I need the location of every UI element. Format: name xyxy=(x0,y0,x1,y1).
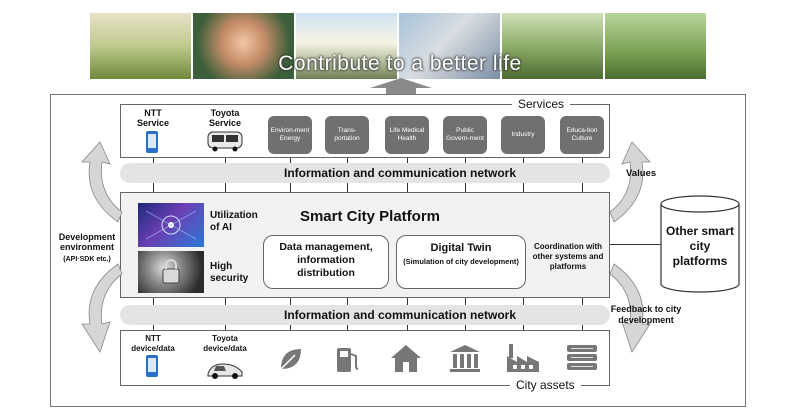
security-image xyxy=(138,251,204,293)
photo-senior-couple xyxy=(605,13,706,79)
development-environment-label: Development environment xyxy=(58,232,116,252)
other-platforms-cylinder xyxy=(660,195,740,293)
photo-office-workers xyxy=(399,13,500,79)
neural-net-icon xyxy=(145,210,197,240)
up-arrow xyxy=(370,78,432,95)
tile-industry: Industry xyxy=(501,116,545,154)
digital-twin-subtitle: (Simulation of city development) xyxy=(403,257,519,266)
digital-twin-title: Digital Twin xyxy=(430,242,492,254)
ai-label: Utilization of AI xyxy=(210,210,258,233)
tile-education-culture: Educa-tion Culture xyxy=(560,116,604,154)
photo-group-selfie xyxy=(193,13,294,79)
digital-twin-box: Digital Twin (Simulation of city develop… xyxy=(396,235,526,289)
government-building-icon xyxy=(450,345,480,372)
network-label-bottom: Information and communication network xyxy=(283,308,516,322)
platform-title: Smart City Platform xyxy=(299,208,441,225)
data-management-label: Data management, information distributio… xyxy=(279,241,373,279)
tile-transportation: Trans-portation xyxy=(325,116,369,154)
banner-title: Contribute to a better life xyxy=(278,52,522,75)
network-band-top xyxy=(120,163,610,183)
values-label: Values xyxy=(626,168,657,179)
ai-image xyxy=(138,203,204,247)
coordination-label: Coordination with other systems and plat… xyxy=(532,242,604,271)
smartphone-icon xyxy=(146,355,158,377)
feedback-label: Feedback to city development xyxy=(610,304,682,325)
database-icon xyxy=(567,345,597,370)
lock-icon xyxy=(162,259,180,284)
ntt-device-label: NTT device/data xyxy=(131,334,175,353)
services-title: Services xyxy=(512,97,571,111)
toyota-device-label: Toyota device/data xyxy=(203,334,247,353)
leaf-icon xyxy=(280,349,301,370)
other-platforms-label: Other smart city platforms xyxy=(665,224,735,268)
photo-people-sunset xyxy=(296,13,397,79)
data-management-box: Data management, information distributio… xyxy=(263,235,389,289)
factory-icon xyxy=(507,344,539,372)
left-curved-arrow-down xyxy=(81,263,123,353)
house-icon xyxy=(391,345,421,372)
autonomous-shuttle-icon xyxy=(207,131,243,152)
city-assets-title: City assets xyxy=(510,378,581,392)
car-icon xyxy=(207,363,243,379)
api-sdk-label: (API·SDK etc.) xyxy=(63,256,111,263)
security-label: High security xyxy=(210,261,249,284)
ntt-service-label: NTT Service xyxy=(136,108,170,128)
network-label-top: Information and communication network xyxy=(283,166,516,180)
smartphone-icon xyxy=(146,131,158,153)
tile-public-government: Public Govern-ment xyxy=(443,116,487,154)
tile-environment-energy: Environ-ment Energy xyxy=(268,116,312,154)
network-band-bottom xyxy=(120,305,610,325)
left-curved-arrow-up xyxy=(81,141,123,223)
fuel-pump-icon xyxy=(337,348,359,372)
toyota-service-label: Toyota Service xyxy=(208,108,242,128)
outer-frame xyxy=(50,94,746,407)
right-curved-arrow-up xyxy=(609,141,651,223)
platform-connector-line xyxy=(610,244,662,245)
photo-family-park xyxy=(90,13,191,79)
photo-wheelchair-care xyxy=(502,13,603,79)
tile-life-medical-health: Life Medical Health xyxy=(385,116,429,154)
right-curved-arrow-down xyxy=(609,263,651,353)
